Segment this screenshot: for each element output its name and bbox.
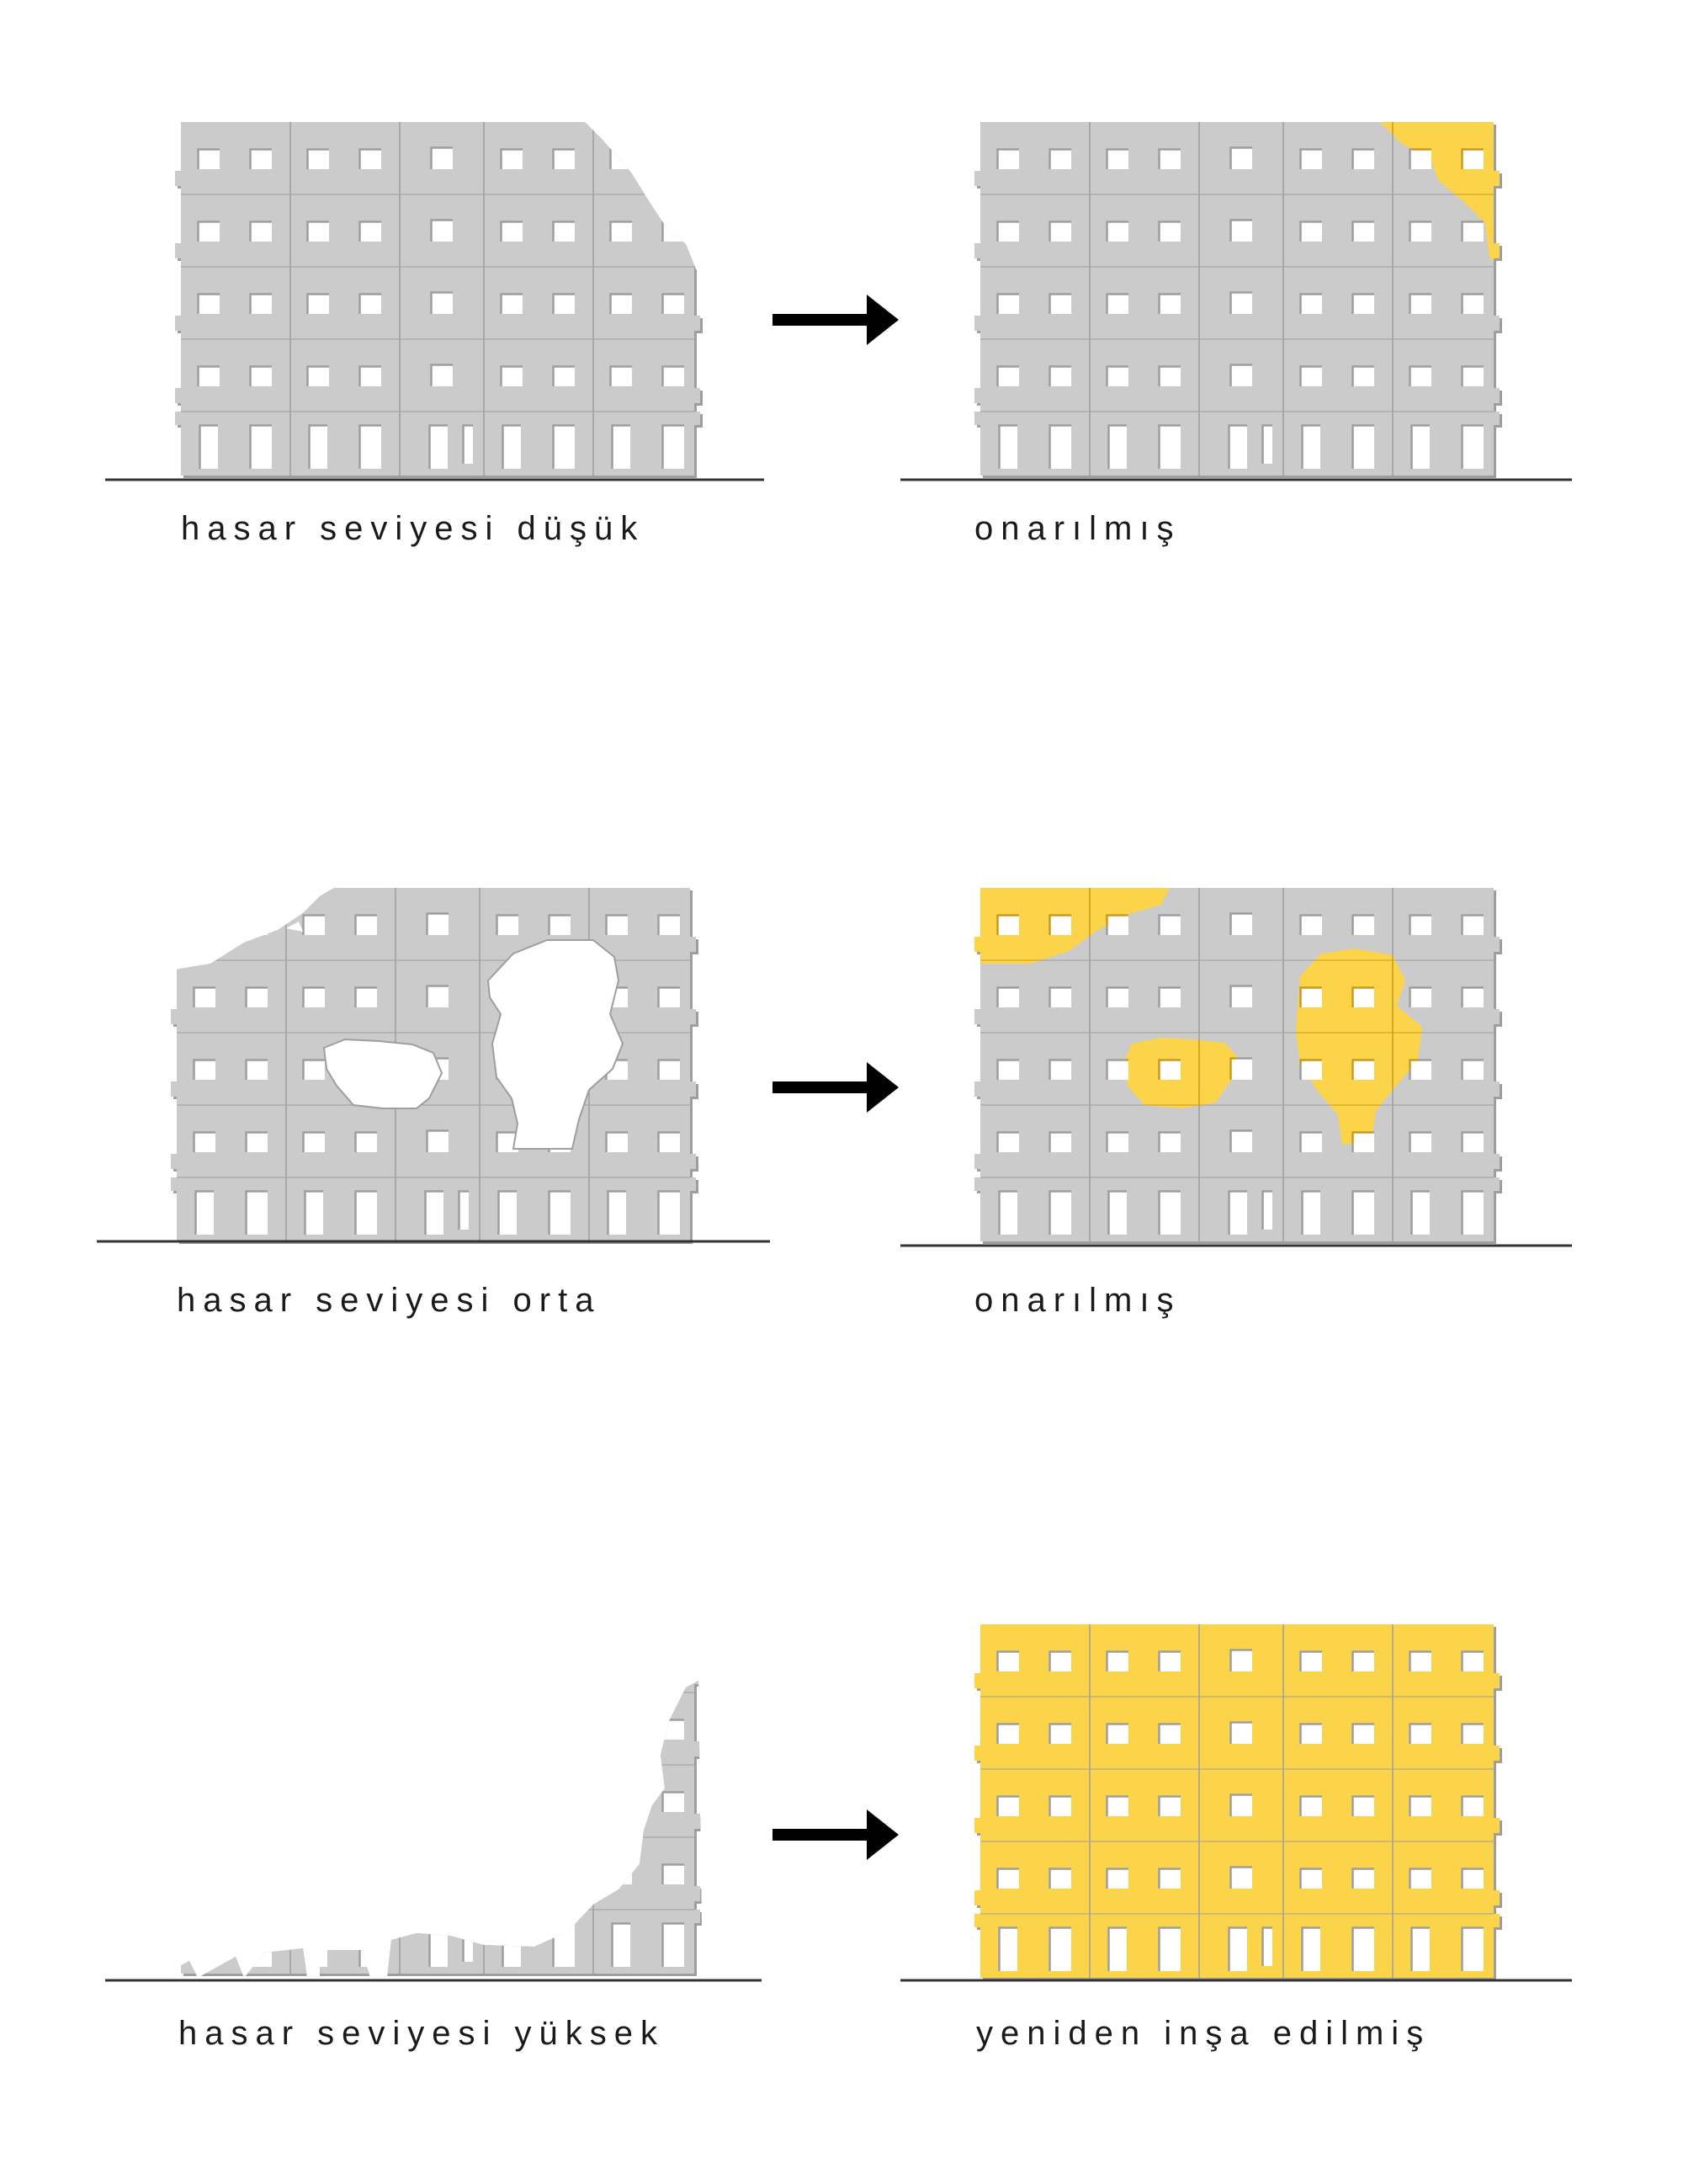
arrow-3 [772, 1809, 899, 1860]
damage-hole-large [486, 939, 624, 1150]
repair-patch-2b [1123, 1038, 1237, 1108]
caption-low-damage: hasar seviyesi düşük [181, 510, 645, 547]
caption-medium-damage: hasar seviyesi orta [177, 1282, 602, 1319]
arrow-2 [772, 1062, 899, 1113]
caption-repaired-2: onarılmış [974, 1282, 1181, 1319]
arrow-1 [772, 295, 899, 345]
damage-hole-small [322, 1038, 443, 1109]
building-high-damage [175, 1681, 703, 1976]
building-repaired-1 [974, 122, 1502, 478]
building-low-damage [175, 122, 703, 478]
caption-repaired-1: onarılmış [974, 510, 1181, 547]
building-rebuilt [974, 1624, 1502, 1980]
caption-rebuilt: yeniden inşa edilmiş [976, 2015, 1431, 2052]
caption-high-damage: hasar seviyesi yüksek [178, 2015, 666, 2052]
